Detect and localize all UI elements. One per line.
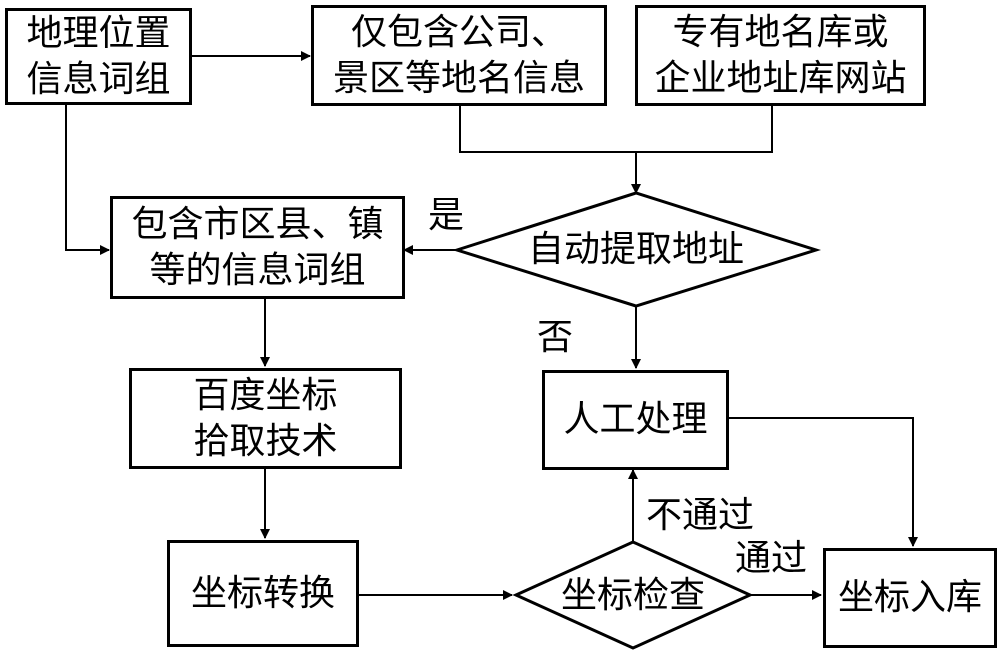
node-geo-info-terms: 地理位置 信息词组 (5, 8, 192, 105)
edge-label-fail: 不通过 (646, 495, 755, 536)
node-city-district-terms: 包含市区县、镇 等的信息词组 (110, 196, 405, 299)
decision-coord-check-shape (512, 540, 754, 650)
node-line: 坐标转换 (190, 572, 335, 614)
decision-coord-check-label: 坐标检查 (560, 575, 706, 616)
edge-label-no: 否 (537, 317, 574, 358)
edge-company-merge (459, 105, 773, 153)
node-coord-storage: 坐标入库 (823, 548, 997, 648)
node-line: 景区等地名信息 (332, 57, 585, 99)
node-line: 人工处理 (563, 399, 708, 440)
node-line: 仅包含公司、 (350, 11, 567, 53)
node-line: 专有地名库或 (672, 11, 889, 53)
node-company-scenic-only: 仅包含公司、 景区等地名信息 (311, 5, 607, 106)
node-line: 百度坐标 (193, 374, 338, 416)
decision-auto-extract-shape (452, 191, 822, 308)
edge-geo-to-city (65, 103, 110, 255)
edge-label-yes: 是 (428, 195, 465, 236)
node-line: 等的信息词组 (149, 249, 366, 291)
node-gazetteer-sites: 专有地名库或 企业地址库网站 (635, 5, 926, 106)
node-line: 企业地址库网站 (654, 57, 907, 99)
node-coord-convert: 坐标转换 (167, 540, 359, 647)
node-line: 地理位置 (26, 12, 171, 54)
node-line: 拾取技术 (193, 420, 338, 462)
node-line: 信息词组 (26, 58, 171, 100)
edge-manual-to-storage (727, 417, 918, 547)
node-line: 包含市区县、镇 (131, 203, 384, 245)
node-manual-processing: 人工处理 (542, 370, 729, 470)
node-line: 坐标入库 (837, 577, 982, 618)
decision-auto-extract-label: 自动提取地址 (527, 229, 745, 270)
node-baidu-picker: 百度坐标 拾取技术 (129, 368, 402, 469)
edge-label-pass: 通过 (735, 538, 808, 579)
